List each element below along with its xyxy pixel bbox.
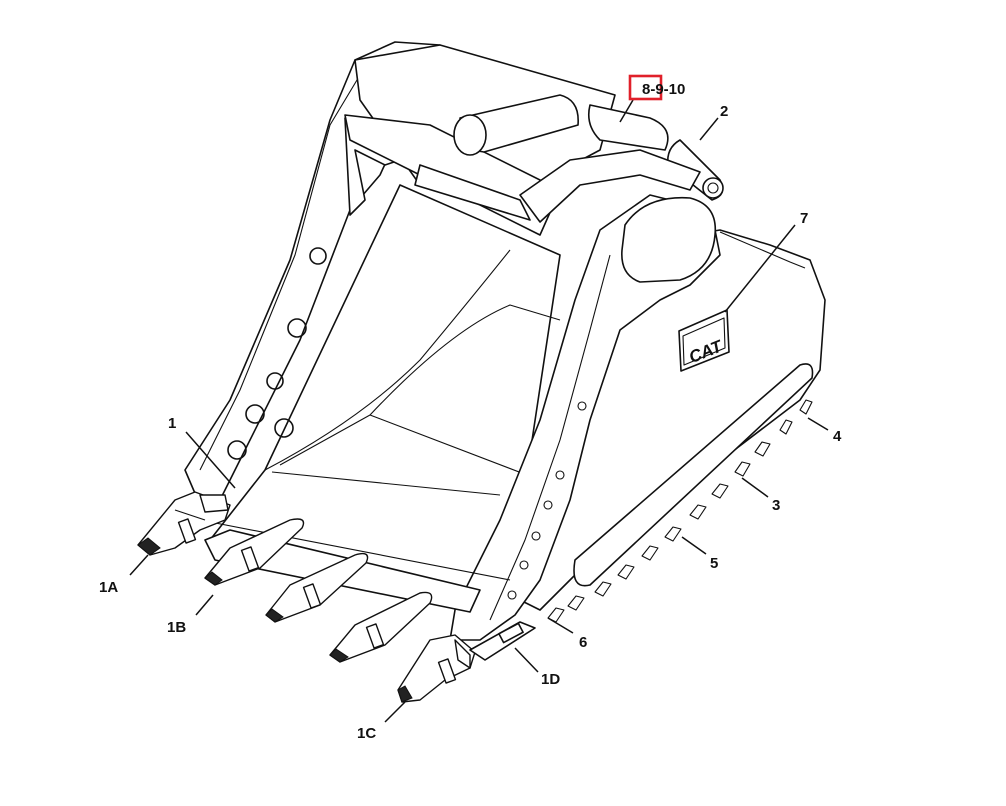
tooth-1b-upper — [204, 518, 305, 586]
leader-6 — [547, 617, 574, 634]
callout-1a: 1A — [99, 579, 118, 596]
callout-4: 4 — [833, 428, 842, 445]
callout-2: 2 — [720, 103, 728, 120]
leader-1b — [195, 594, 214, 616]
leader-4 — [807, 417, 829, 431]
callout-5: 5 — [710, 555, 718, 572]
leader-7 — [724, 224, 796, 313]
leader-3 — [741, 477, 769, 498]
callout-labels: 8-9-10 2 7 4 3 5 6 1 1A 1B 1C 1D — [99, 81, 842, 742]
bucket-right-side-plate — [449, 194, 721, 641]
callout-1c: 1C — [357, 725, 376, 742]
tooth-middle — [265, 552, 369, 623]
tooth-right-inner — [329, 591, 433, 663]
leader-8-9-10 — [619, 99, 634, 123]
leader-5 — [681, 536, 707, 555]
tooth-1a — [137, 491, 231, 556]
tooth-1c — [397, 634, 476, 703]
leader-1 — [185, 431, 236, 489]
leader-1d — [514, 647, 539, 673]
callout-6: 6 — [579, 634, 587, 651]
leader-lines — [129, 99, 829, 723]
top-linkage-assembly — [344, 44, 806, 269]
leader-1c — [384, 701, 406, 723]
callout-8-9-10: 8-9-10 — [642, 81, 685, 98]
callout-7: 7 — [800, 210, 808, 227]
callout-1b: 1B — [167, 619, 186, 636]
callout-1d: 1D — [541, 671, 560, 688]
leader-1a — [129, 554, 149, 576]
side-cutter-1d — [469, 621, 536, 661]
leader-2 — [699, 117, 719, 141]
callout-1: 1 — [168, 415, 176, 432]
callout-3: 3 — [772, 497, 780, 514]
highlight-box — [628, 74, 663, 101]
cat-logo-plate: CAT — [678, 309, 730, 372]
